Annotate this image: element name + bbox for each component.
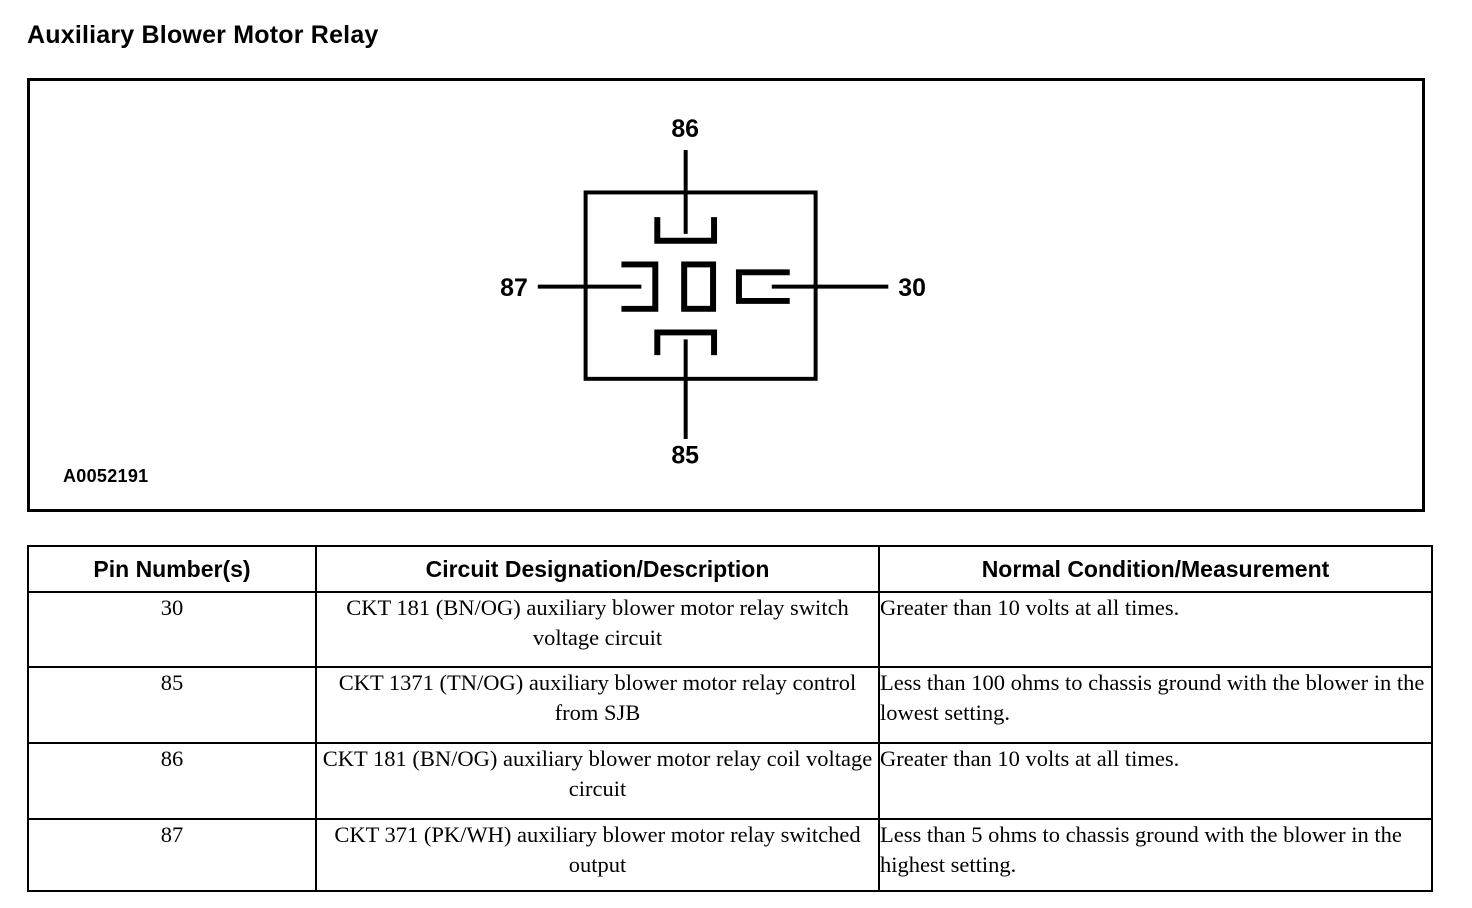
column-header-description: Circuit Designation/Description <box>315 545 880 593</box>
cell-condition: Greater than 10 volts at all times. <box>878 742 1433 820</box>
terminal-30-shape <box>735 269 790 304</box>
table-row: 87 CKT 371 (PK/WH) auxiliary blower moto… <box>27 818 1433 892</box>
pin-table: Pin Number(s) Circuit Designation/Descri… <box>27 545 1433 892</box>
terminal-85-shape <box>654 329 718 356</box>
pin-callout-87: 87 <box>500 275 528 302</box>
cell-description: CKT 181 (BN/OG) auxiliary blower motor r… <box>315 591 880 668</box>
page-title: Auxiliary Blower Motor Relay <box>27 21 379 49</box>
cell-pin-number: 86 <box>27 742 317 820</box>
cell-description: CKT 1371 (TN/OG) auxiliary blower motor … <box>315 666 880 744</box>
cell-pin-number: 87 <box>27 818 317 892</box>
table-row: 86 CKT 181 (BN/OG) auxiliary blower moto… <box>27 742 1433 820</box>
cell-condition: Greater than 10 volts at all times. <box>878 591 1433 668</box>
pin-callout-86: 86 <box>671 116 699 143</box>
column-header-pin-number: Pin Number(s) <box>27 545 317 593</box>
cell-condition: Less than 100 ohms to chassis ground wit… <box>878 666 1433 744</box>
table-header-row: Pin Number(s) Circuit Designation/Descri… <box>27 545 1433 593</box>
figure-id-label: A0052191 <box>63 466 149 486</box>
pin-table-container: Pin Number(s) Circuit Designation/Descri… <box>27 545 1433 892</box>
terminal-center-shape <box>681 261 717 312</box>
cell-description: CKT 371 (PK/WH) auxiliary blower motor r… <box>315 818 880 892</box>
table-row: 30 CKT 181 (BN/OG) auxiliary blower moto… <box>27 591 1433 668</box>
cell-condition: Less than 5 ohms to chassis ground with … <box>878 818 1433 892</box>
terminal-87-shape <box>621 261 659 312</box>
cell-description: CKT 181 (BN/OG) auxiliary blower motor r… <box>315 742 880 820</box>
terminal-86-shape <box>654 217 718 244</box>
pin-callout-30: 30 <box>898 275 926 302</box>
relay-diagram-figure: 86 87 30 85 A0052191 <box>27 78 1425 512</box>
relay-pinout-drawing: 86 87 30 85 <box>500 116 926 470</box>
table-row: 85 CKT 1371 (TN/OG) auxiliary blower mot… <box>27 666 1433 744</box>
cell-pin-number: 85 <box>27 666 317 744</box>
column-header-condition: Normal Condition/Measurement <box>878 545 1433 593</box>
cell-pin-number: 30 <box>27 591 317 668</box>
pin-callout-85: 85 <box>671 443 699 470</box>
